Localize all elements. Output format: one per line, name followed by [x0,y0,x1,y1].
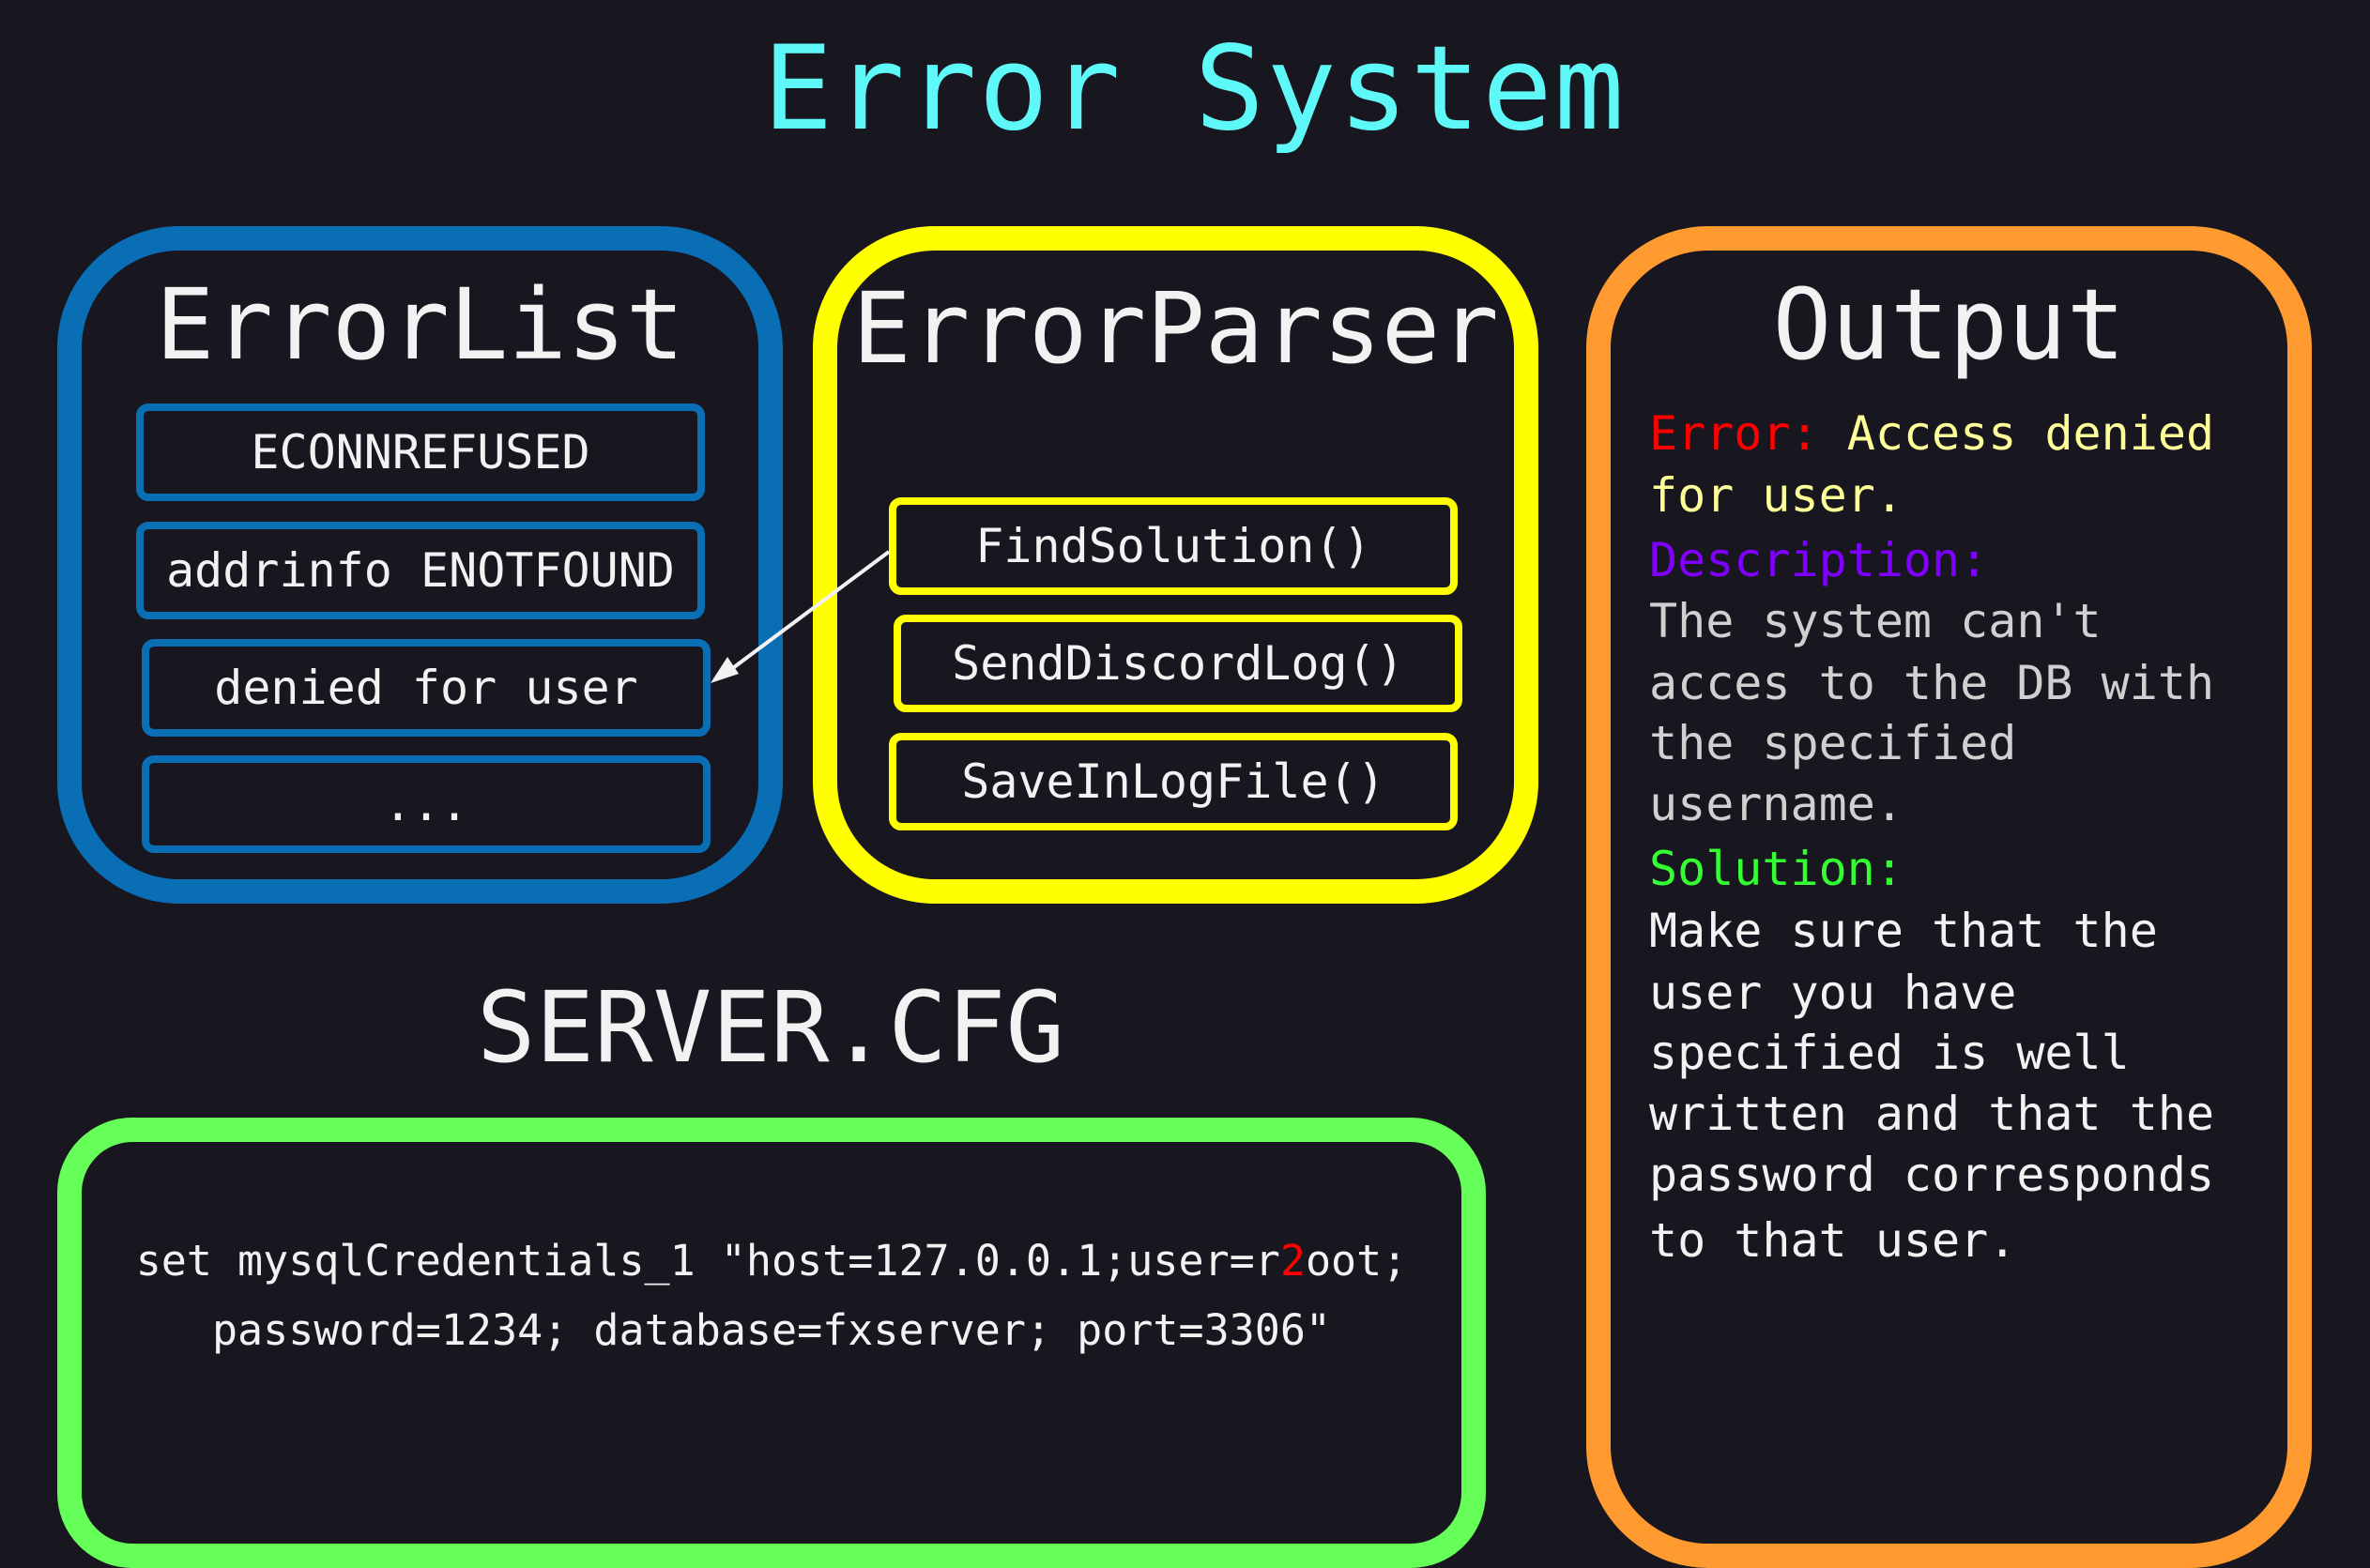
diagram-title: Error System [762,22,1627,157]
parser-method: FindSolution() [889,497,1458,595]
output-title: Output [1772,267,2126,382]
arrow-findsolution-to-error [711,550,891,683]
solution-text: Make sure that the [1649,904,2158,958]
solution-label: Solution: [1649,842,1904,896]
parser-method-label: SendDiscordLog() [952,636,1404,691]
error-list-item: ... [142,755,711,853]
description-text: acces to the DB with [1649,656,2215,710]
solution-text: to that user. [1649,1213,2017,1268]
config-text: set mysqlCredentials_1 "host=127.0.0.1;u… [135,1236,1280,1286]
solution-text: specified is well [1649,1026,2130,1080]
parser-method-label: SaveInLogFile() [961,754,1385,809]
error-list-item: denied for user [142,639,711,737]
config-line: password=1234; database=fxserver; port=3… [211,1305,1332,1355]
error-list-item-label: denied for user [214,661,638,715]
config-line: set mysqlCredentials_1 "host=127.0.0.1;u… [57,1233,1486,1289]
error-parser-panel [813,226,1538,904]
solution-text: written and that the [1649,1087,2215,1141]
parser-method-label: FindSolution() [975,519,1371,573]
solution-text: user you have [1649,966,2017,1020]
config-typo-highlight: 2 [1279,1236,1306,1286]
arrow-head-icon [711,657,739,683]
error-list-panel [57,226,783,904]
error-list-item-label: ... [383,777,469,831]
error-list-item: addrinfo ENOTFOUND [136,522,705,619]
error-text: for user. [1649,468,1904,523]
error-parser-title: ErrorParser [852,271,1499,386]
error-list-item-label: ECONNREFUSED [251,425,590,480]
description-label: Description: [1649,533,1989,587]
description-text: username. [1649,777,1904,831]
error-list-title: ErrorList [155,267,685,382]
output-error-line: Error: Access denied [1649,403,2214,464]
server-cfg-title: SERVER.CFG [476,970,1065,1085]
solution-text: password corresponds [1649,1148,2215,1202]
description-text: The system can't [1649,594,2102,648]
error-text: Access denied [1846,406,2215,461]
parser-method: SaveInLogFile() [889,733,1458,830]
description-text: the specified [1649,716,2017,770]
error-label: Error: [1649,406,1819,461]
config-text: oot; [1305,1236,1408,1286]
error-list-item: ECONNREFUSED [136,403,705,501]
error-list-item-label: addrinfo ENOTFOUND [166,543,675,598]
parser-method: SendDiscordLog() [894,615,1462,712]
